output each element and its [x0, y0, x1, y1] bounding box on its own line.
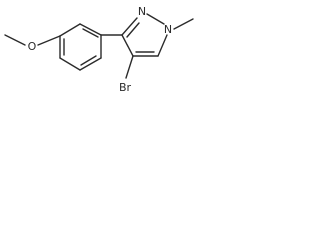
bond-c3-n2: [121, 17, 138, 36]
bond-benzene-5: [59, 57, 81, 71]
bond-n1-methyl: [173, 18, 194, 30]
bond-c3-n2-double: [126, 22, 140, 38]
bond-benzene-double-2: [80, 55, 97, 66]
atom-oxygen: O: [28, 40, 37, 53]
bond-n1-c5: [157, 34, 168, 57]
bond-methyl-o: [4, 34, 26, 46]
bond-c4-c3: [121, 34, 134, 57]
bond-benzene-double-1: [82, 28, 99, 38]
bond-n2-n1: [146, 13, 165, 25]
bond-benzene-2: [79, 23, 102, 36]
atom-bromine: Br: [119, 81, 132, 94]
chemical-structure-diagram: O N N Br: [4, 5, 194, 94]
bond-benzene-4: [79, 57, 102, 71]
bond-benzene-1: [59, 23, 81, 37]
bond-o-ring: [37, 35, 61, 46]
bond-c4-br: [125, 55, 134, 79]
atom-nitrogen-1: N: [164, 23, 172, 36]
atom-nitrogen-2: N: [138, 5, 146, 18]
